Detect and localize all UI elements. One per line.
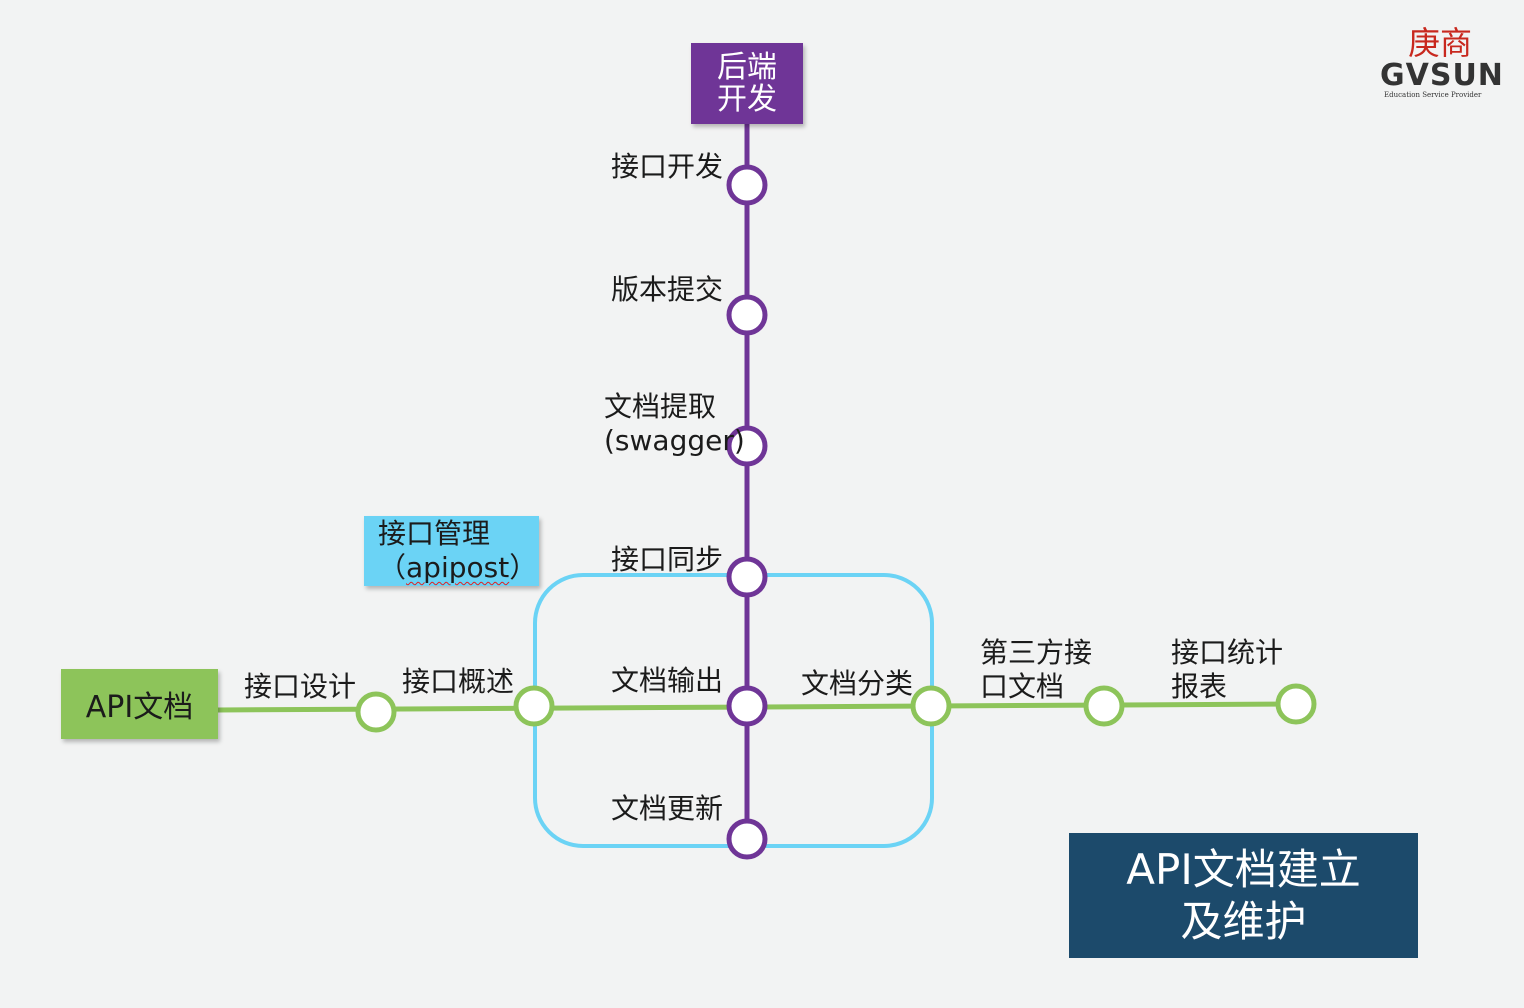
logo-tagline: Education Service Provider <box>1384 91 1482 99</box>
station-node-h1 <box>513 685 555 727</box>
station-node-h2 <box>910 685 952 727</box>
station-label-v0: 接口开发 <box>611 150 724 183</box>
logo-english: GVSUN <box>1380 58 1504 93</box>
station-node-h3 <box>1083 685 1125 727</box>
management-paren-open: （ <box>378 551 407 584</box>
station-node-v1 <box>726 294 768 336</box>
station-label-h0: 接口设计 <box>244 670 357 703</box>
station-node-v5 <box>726 818 768 860</box>
station-label-v2: 文档提取 (swagger) <box>604 390 745 457</box>
station-label-v5: 文档更新 <box>611 792 724 825</box>
station-label-h3: 第三方接 口文档 <box>980 636 1093 703</box>
station-label-v1: 版本提交 <box>611 273 724 306</box>
station-label-v3: 接口同步 <box>611 543 724 576</box>
backend-line2: 开发 <box>717 81 777 117</box>
api-doc-box: API文档 <box>61 669 218 739</box>
management-line2: （apipost） <box>378 551 537 585</box>
management-paren-close: ） <box>509 551 538 584</box>
title-line2: 及维护 <box>1180 896 1307 946</box>
api-management-box: 接口管理 （apipost） <box>364 516 539 586</box>
backend-line1: 后端 <box>717 49 777 85</box>
logo-chinese: 庚商 <box>1408 24 1473 62</box>
station-node-v2 <box>726 425 768 467</box>
station-label-v4: 文档输出 <box>611 664 724 697</box>
station-node-h0 <box>355 691 397 733</box>
station-node-v0 <box>726 164 768 206</box>
management-tool-name: apipost <box>406 551 510 584</box>
gvsun-logo: 庚商 GVSUN Education Service Provider <box>1378 18 1504 102</box>
station-node-h4 <box>1275 683 1317 725</box>
station-label-h2: 文档分类 <box>801 667 914 700</box>
title-box: API文档建立 及维护 <box>1069 833 1418 958</box>
station-label-h1: 接口概述 <box>402 665 515 698</box>
api-doc-label: API文档 <box>85 690 194 725</box>
title-line1: API文档建立 <box>1126 844 1361 894</box>
station-label-h4: 接口统计 报表 <box>1171 636 1284 703</box>
station-node-v3 <box>726 556 768 598</box>
management-line1: 接口管理 <box>378 517 491 550</box>
backend-dev-box: 后端 开发 <box>691 43 803 124</box>
station-node-v4 <box>726 685 768 727</box>
